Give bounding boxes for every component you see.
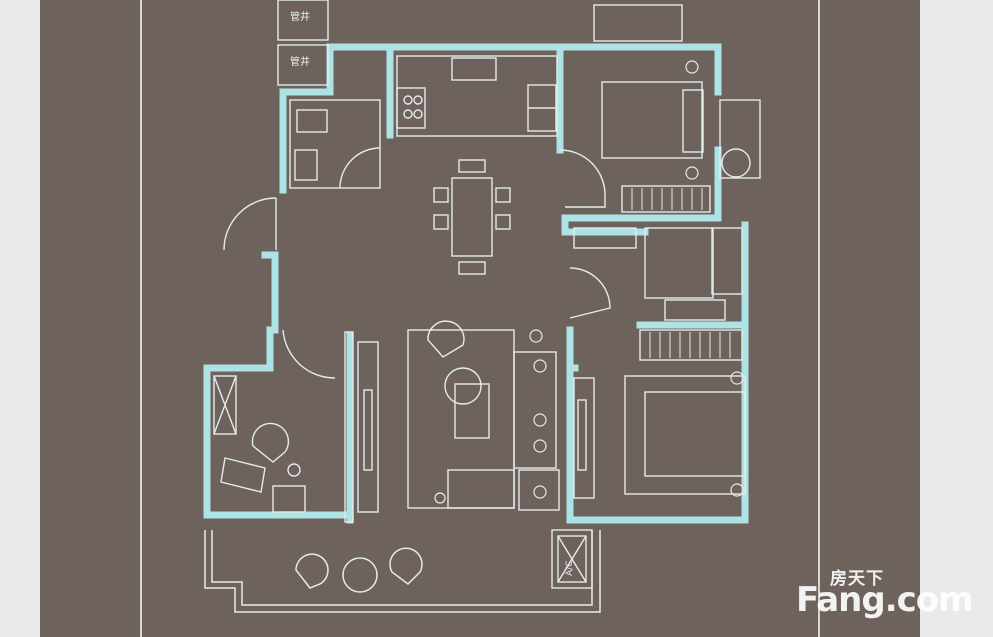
watermark: 房天下 Fang.com bbox=[790, 562, 990, 632]
watermark-chinese: 房天下 bbox=[830, 569, 884, 589]
balcony bbox=[204, 530, 601, 613]
light-fixtures bbox=[434, 60, 744, 504]
board-background bbox=[40, 0, 920, 637]
ac-label: A/C bbox=[565, 561, 575, 576]
board-border-outer bbox=[140, 0, 142, 637]
interior-lines bbox=[213, 0, 761, 589]
shaft-label-upper: 管井 bbox=[290, 10, 310, 23]
watermark-latin: Fang.com bbox=[796, 580, 974, 620]
shaft-label-lower: 管井 bbox=[290, 55, 310, 68]
walls bbox=[203, 43, 749, 524]
wardrobe-hatching bbox=[631, 188, 731, 358]
board-border-outer-right bbox=[818, 0, 820, 637]
